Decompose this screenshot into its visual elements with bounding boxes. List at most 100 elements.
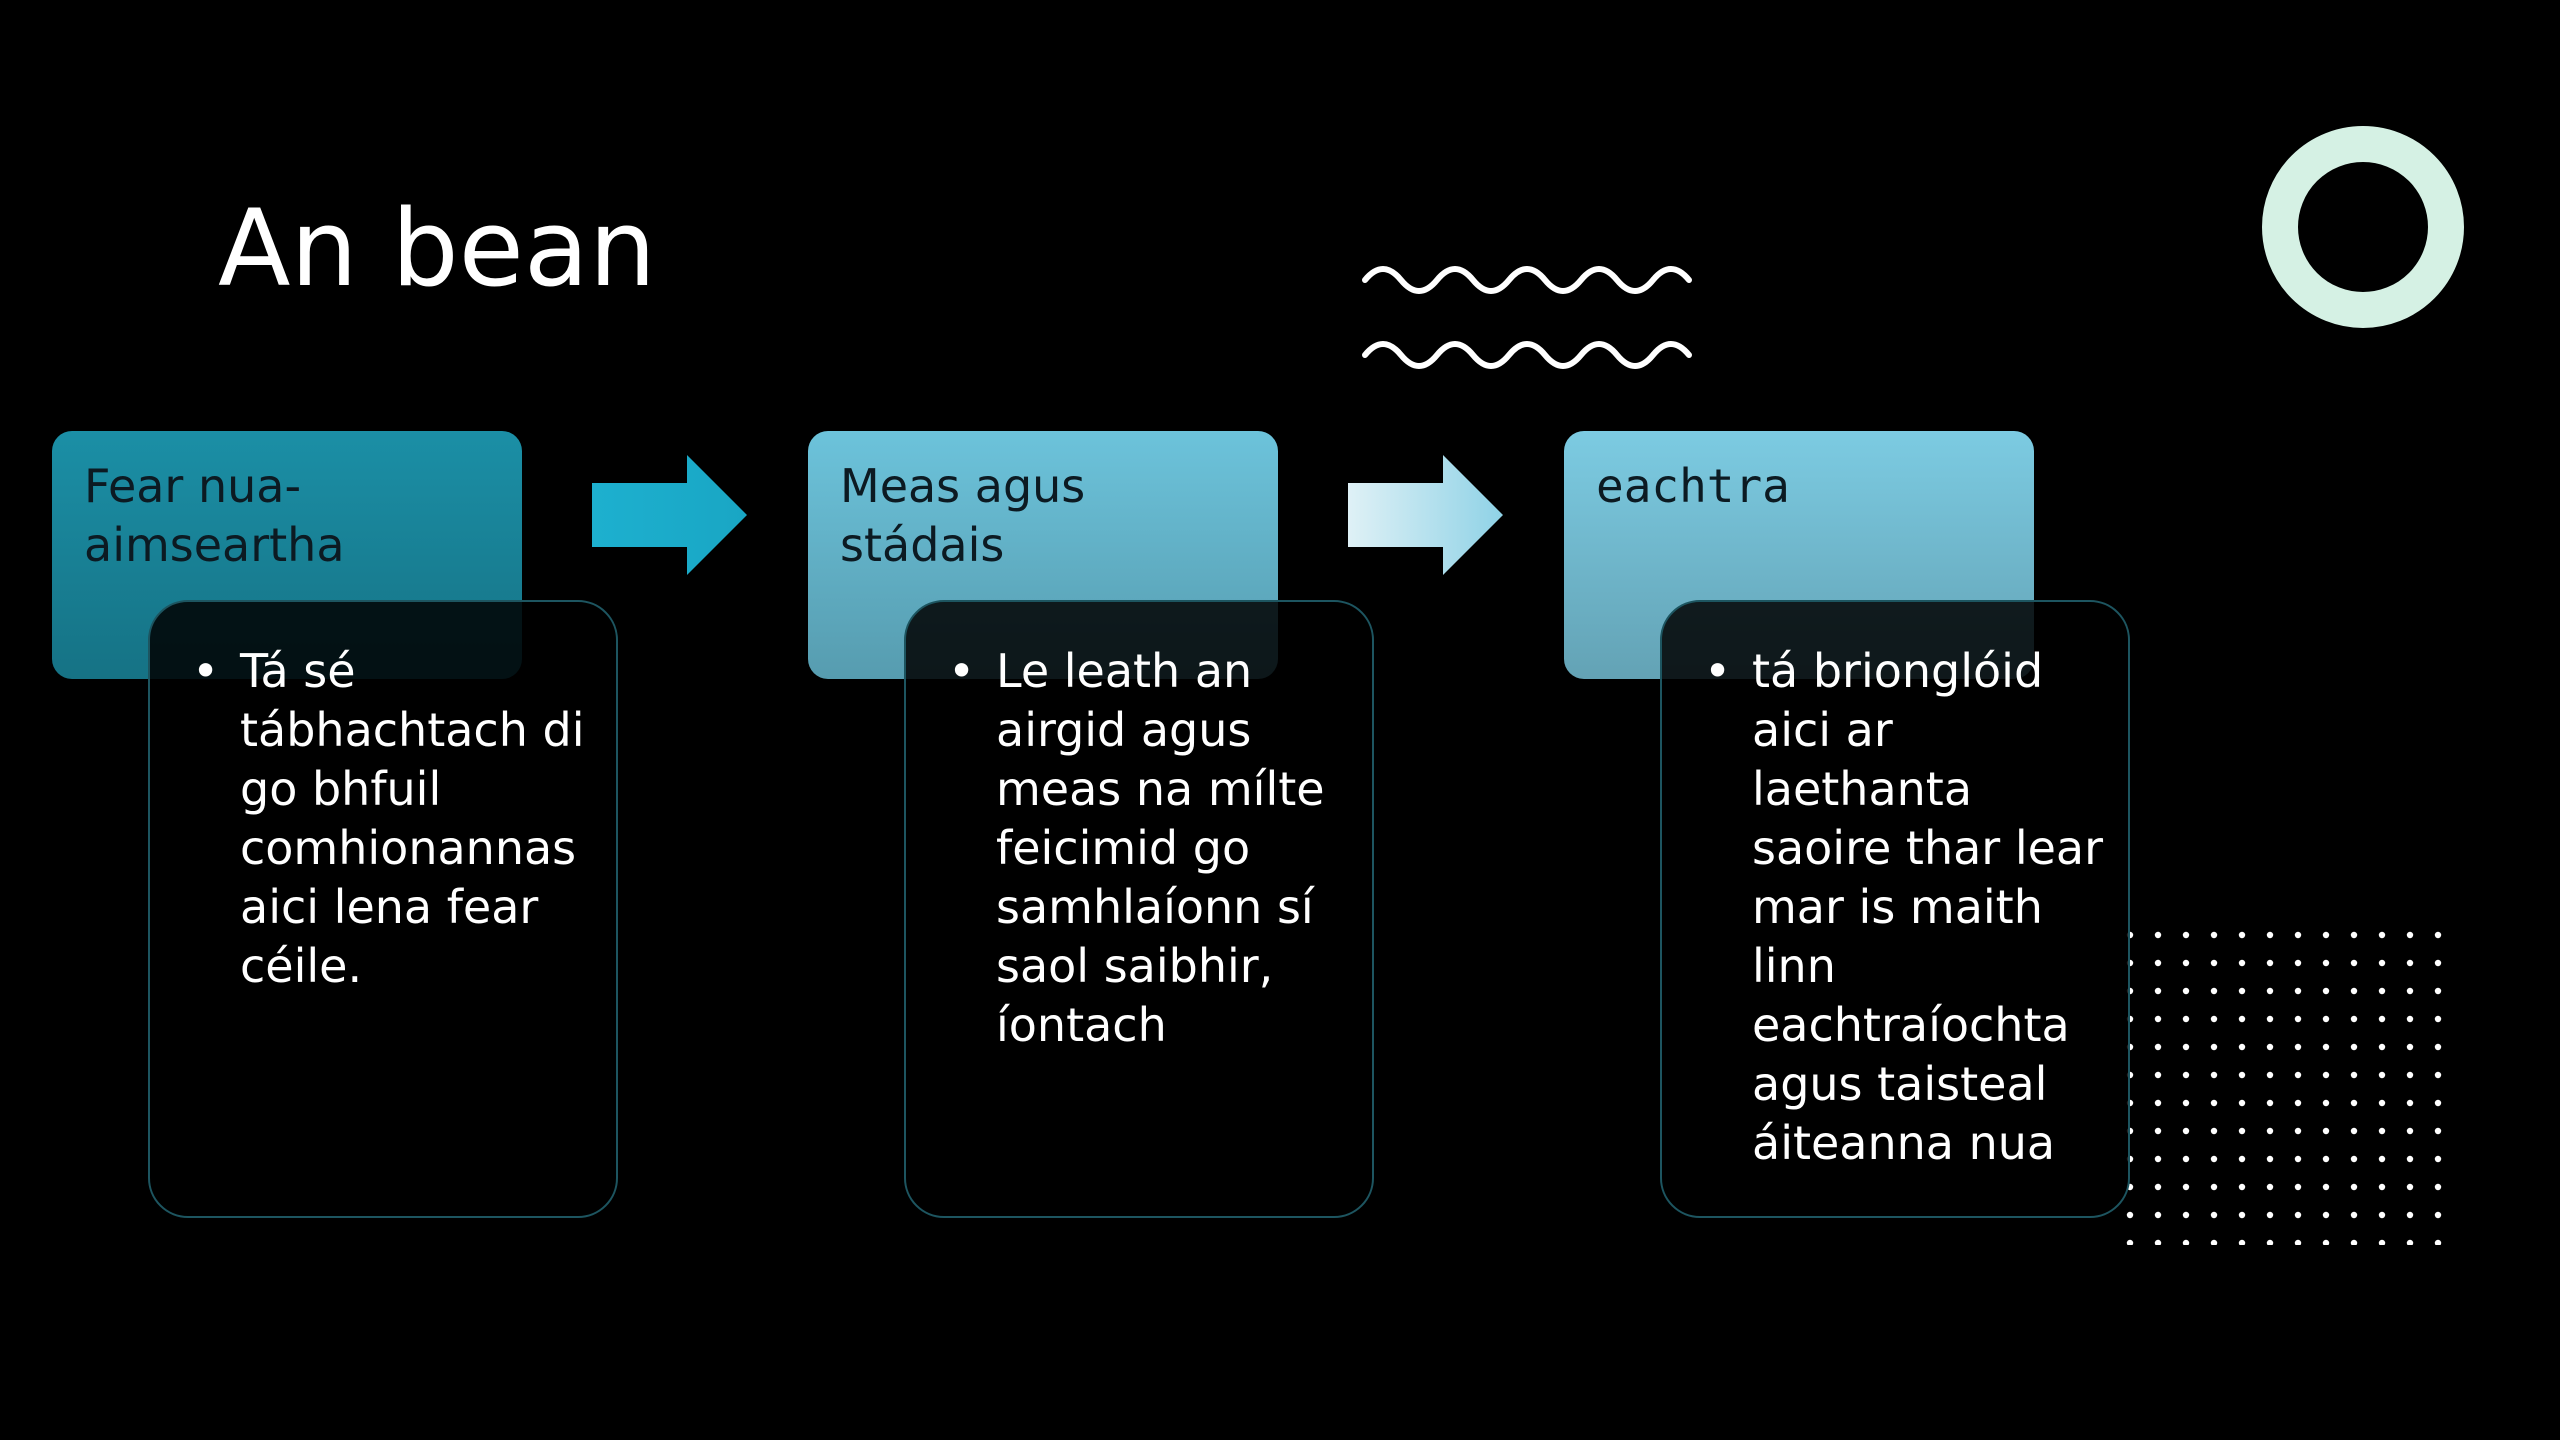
dot [2266,1015,2274,1023]
dot [2378,1127,2386,1135]
dot [2378,931,2386,939]
list-item: •Le leath an airgid agus meas na mílte f… [948,642,1352,1055]
list-item: •Tá sé tábhachtach di go bhfuil comhiona… [192,642,596,996]
dot [2406,931,2414,939]
dot [2406,987,2414,995]
dot [2322,1071,2330,1079]
dot [2182,1239,2190,1245]
dot [2210,1015,2218,1023]
dot [2434,1043,2442,1051]
dot [2350,1127,2358,1135]
dot [2182,1183,2190,1191]
dot [2406,1127,2414,1135]
dot [2266,987,2274,995]
dot [2238,1043,2246,1051]
dot [2378,1043,2386,1051]
dot [2182,1155,2190,1163]
dot [2294,1127,2302,1135]
dot [2182,1211,2190,1219]
dot [2406,1183,2414,1191]
dot [2406,1015,2414,1023]
dot [2434,987,2442,995]
dot [2322,987,2330,995]
dot [2406,1155,2414,1163]
dot [2378,1183,2386,1191]
dot [2322,1015,2330,1023]
dot [2182,959,2190,967]
dot [2350,987,2358,995]
dot [2154,931,2162,939]
dot [2154,1211,2162,1219]
dot [2154,959,2162,967]
dot [2126,1239,2134,1245]
dot [2210,1043,2218,1051]
dot [2434,1099,2442,1107]
arrow-right-icon [592,455,747,575]
dot [2322,1099,2330,1107]
dot [2182,1099,2190,1107]
dot [2322,1211,2330,1219]
dot [2238,959,2246,967]
dot [2322,1127,2330,1135]
dot [2266,1211,2274,1219]
dot [2350,1015,2358,1023]
dot [2322,959,2330,967]
dot [2378,959,2386,967]
dot [2266,931,2274,939]
dot [2434,959,2442,967]
dot [2378,1239,2386,1245]
dot [2182,1043,2190,1051]
step-3-bullet-list: • tá brionglóid aici ar laethanta saoire … [1662,642,2128,1173]
dot [2294,1183,2302,1191]
dot [2350,1211,2358,1219]
dot [2210,1071,2218,1079]
dot [2210,931,2218,939]
dot [2350,931,2358,939]
dot [2238,1183,2246,1191]
wave-line-top [1362,266,1692,294]
dot [2434,1127,2442,1135]
dot [2406,1211,2414,1219]
dot [2322,1155,2330,1163]
wave-line-bottom [1362,341,1692,369]
dot [2154,1015,2162,1023]
dot [2182,1071,2190,1079]
dot [2378,1071,2386,1079]
dot [2434,931,2442,939]
dot [2350,959,2358,967]
step-3-bullet-text: tá brionglóid aici ar laethanta saoire t… [1752,644,2103,1170]
dot [2210,987,2218,995]
dot [2294,1239,2302,1245]
dot [2406,1239,2414,1245]
step-3-body: • tá brionglóid aici ar laethanta saoire … [1660,600,2130,1218]
dot [2350,1043,2358,1051]
step-2-body: •Le leath an airgid agus meas na mílte f… [904,600,1374,1218]
step-2-heading: Meas agus stádais [840,459,1086,572]
dot [2294,931,2302,939]
dot [2266,1043,2274,1051]
step-3-heading: eachtra [1596,459,1790,513]
dot [2294,1099,2302,1107]
dot [2210,959,2218,967]
dot [2182,931,2190,939]
dot [2434,1015,2442,1023]
dot [2238,1211,2246,1219]
bullet-icon: • [1704,644,1732,698]
dot [2154,1127,2162,1135]
dot [2238,1099,2246,1107]
dot [2210,1155,2218,1163]
dot [2294,959,2302,967]
dot [2238,931,2246,939]
dot [2238,1239,2246,1245]
dot [2238,1155,2246,1163]
bullet-icon: • [948,644,976,698]
wave-lines-decoration [1362,266,1692,369]
dot [2154,1239,2162,1245]
dot [2210,1099,2218,1107]
dot [2350,1239,2358,1245]
dot [2210,1239,2218,1245]
dot [2434,1183,2442,1191]
dot [2434,1211,2442,1219]
step-2-bullet-list: •Le leath an airgid agus meas na mílte f… [906,642,1372,1055]
